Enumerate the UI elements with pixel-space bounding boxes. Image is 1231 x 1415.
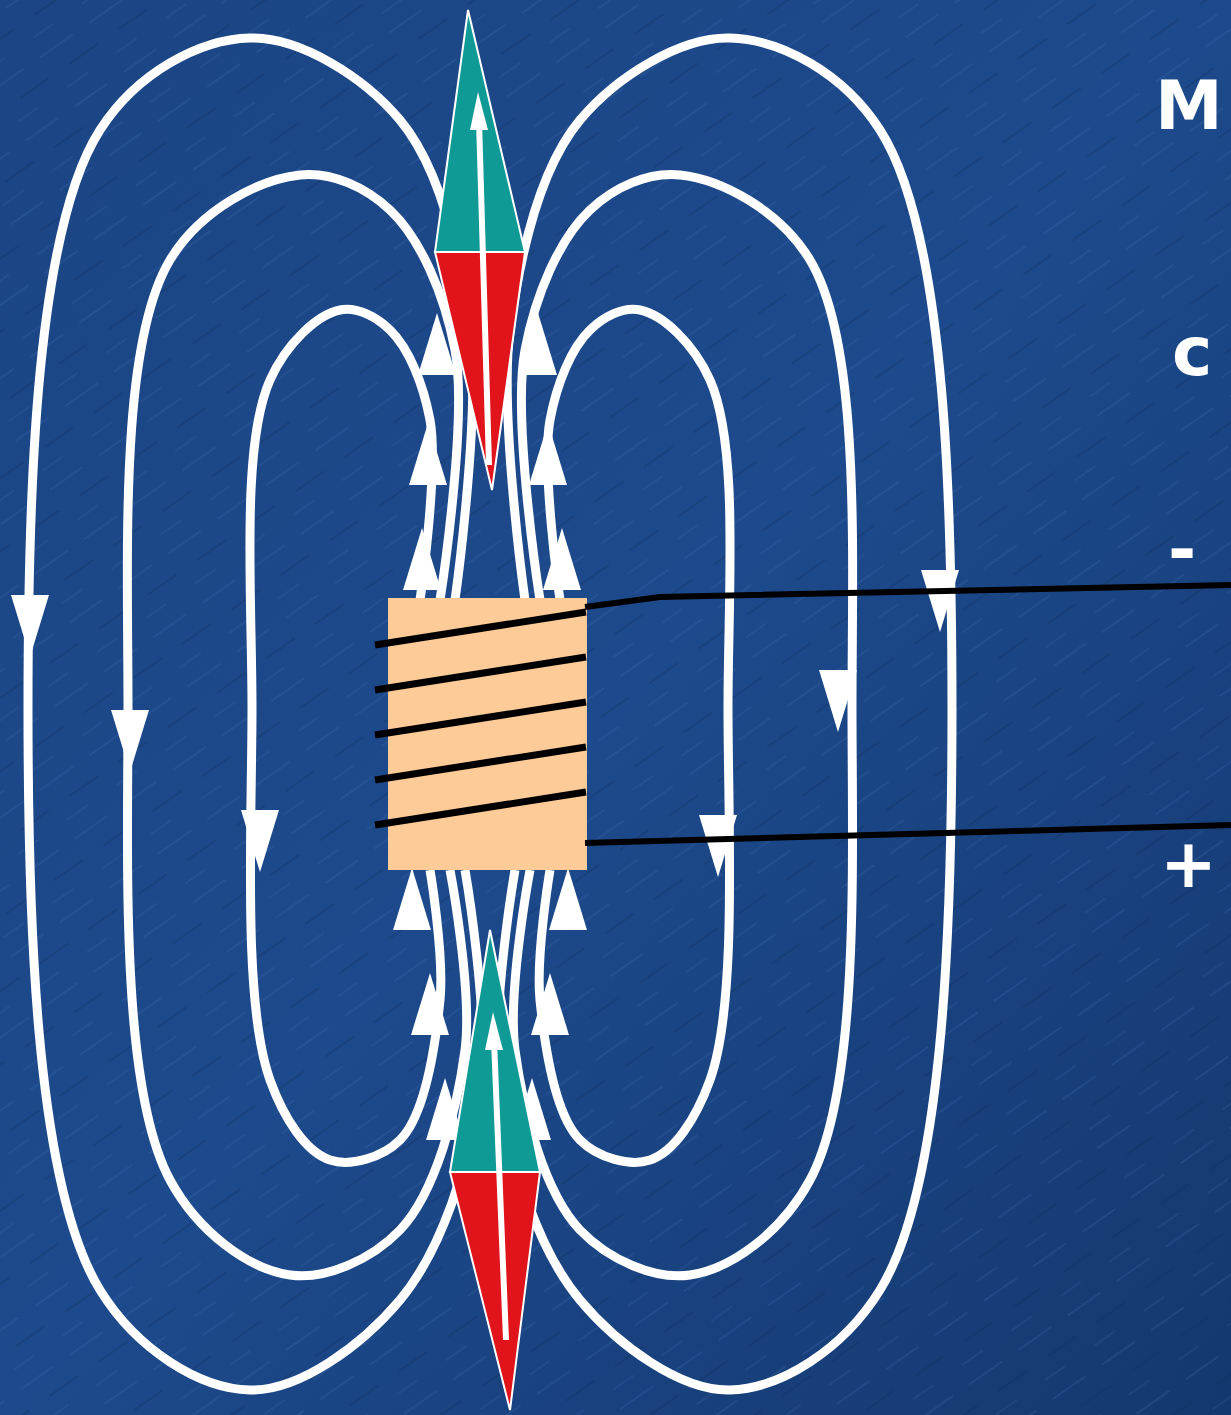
compass-needle [450, 930, 540, 1410]
field-arrow [11, 595, 49, 657]
field-arrow [699, 815, 737, 877]
field-arrow [519, 313, 557, 375]
label-text: c [1172, 318, 1212, 386]
coil-winding [375, 702, 586, 735]
label-text: + [1160, 830, 1217, 898]
field-arrow [418, 313, 456, 375]
field-arrow [241, 810, 279, 872]
field-arrow [393, 868, 431, 930]
field-arrow [819, 670, 857, 732]
field-arrow [409, 423, 447, 485]
label-text: - [1168, 516, 1196, 584]
field-arrow [411, 973, 449, 1035]
compass-needle [435, 10, 525, 490]
field-arrow [531, 973, 569, 1035]
field-arrow [529, 423, 567, 485]
coil-winding [375, 612, 586, 645]
coil-winding [375, 747, 586, 780]
coil-winding [375, 792, 586, 825]
field-arrow [543, 528, 581, 590]
field-arrow [549, 868, 587, 930]
field-arrow [111, 710, 149, 772]
field-arrow [921, 570, 959, 632]
coil-winding [375, 657, 586, 690]
coil [375, 598, 587, 870]
wire [585, 585, 1231, 843]
label-text: M [1155, 72, 1223, 140]
field-arrow [403, 528, 441, 590]
